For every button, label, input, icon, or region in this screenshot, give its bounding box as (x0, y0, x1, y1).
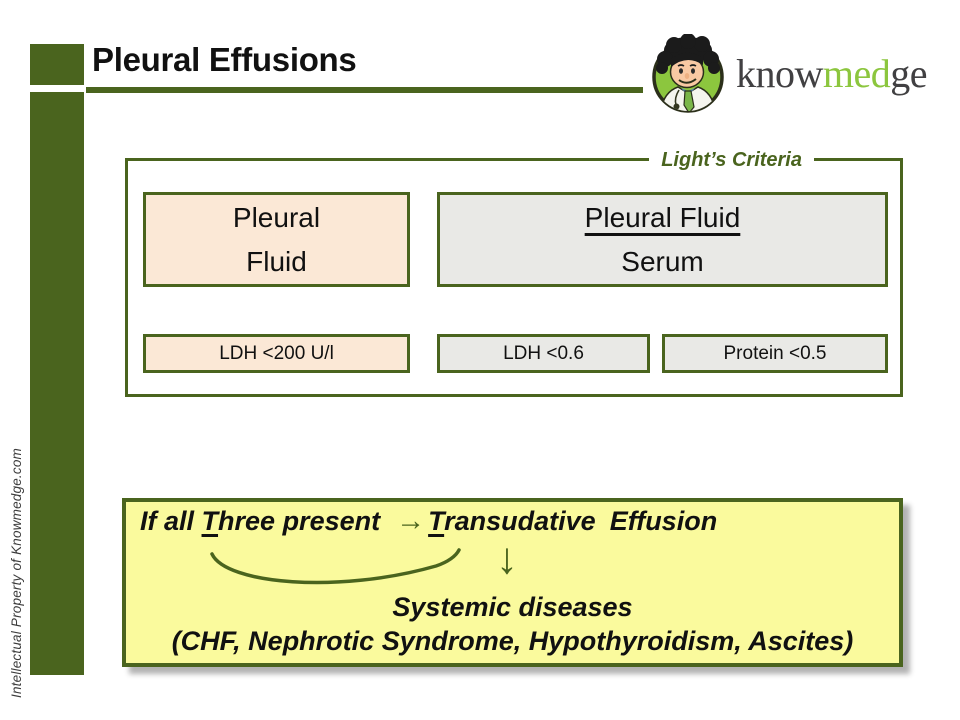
conclusion-disease-list: (CHF, Nephrotic Syndrome, Hypothyroidism… (171, 626, 854, 656)
logo-text-know: know (736, 51, 823, 96)
ratio-numerator: Pleural Fluid (584, 201, 741, 233)
text-transudative-initial: T (428, 506, 445, 536)
knowmedge-logo: knowmedge (648, 34, 928, 114)
text-if-all: If all (140, 506, 195, 536)
pleural-fluid-line2: Fluid (246, 245, 307, 277)
text-three-initial: T (201, 506, 219, 536)
ratio-denominator: Serum (621, 245, 704, 277)
conclusion-systemic-diseases: Systemic diseases (392, 592, 633, 622)
logo-wordmark: knowmedge (736, 34, 928, 114)
logo-text-ge: ge (890, 51, 928, 96)
right-arrow-icon: → (396, 505, 426, 537)
pleural-fluid-serum-ratio-box: Pleural Fluid Serum (437, 192, 888, 287)
ldh-absolute-criterion-box: LDH <200 U/l (143, 334, 410, 373)
lights-criteria-panel: Light’s Criteria Pleural Fluid Pleural F… (125, 145, 903, 397)
watermark-text: Intellectual Property of Knowmedge.com (9, 448, 24, 698)
text-effusion: Effusion (609, 506, 718, 536)
curved-connector-arrow (210, 548, 461, 585)
doctor-avatar-icon (652, 34, 724, 113)
down-arrow-icon: ↓ (496, 534, 518, 583)
accent-square (30, 44, 84, 85)
lights-criteria-label: Light’s Criteria (649, 145, 814, 175)
text-three-rest: hree present (218, 506, 381, 536)
ldh-ratio-criterion-box: LDH <0.6 (437, 334, 650, 373)
pleural-fluid-line1: Pleural (232, 201, 321, 233)
text-transudative-rest: ransudative (444, 506, 596, 536)
page-title: Pleural Effusions (92, 41, 357, 78)
pleural-fluid-box: Pleural Fluid (143, 192, 410, 287)
accent-sidebar (30, 92, 84, 675)
logo-text-med: med (822, 51, 891, 96)
title-divider (86, 87, 643, 93)
protein-ratio-criterion-box: Protein <0.5 (662, 334, 888, 373)
